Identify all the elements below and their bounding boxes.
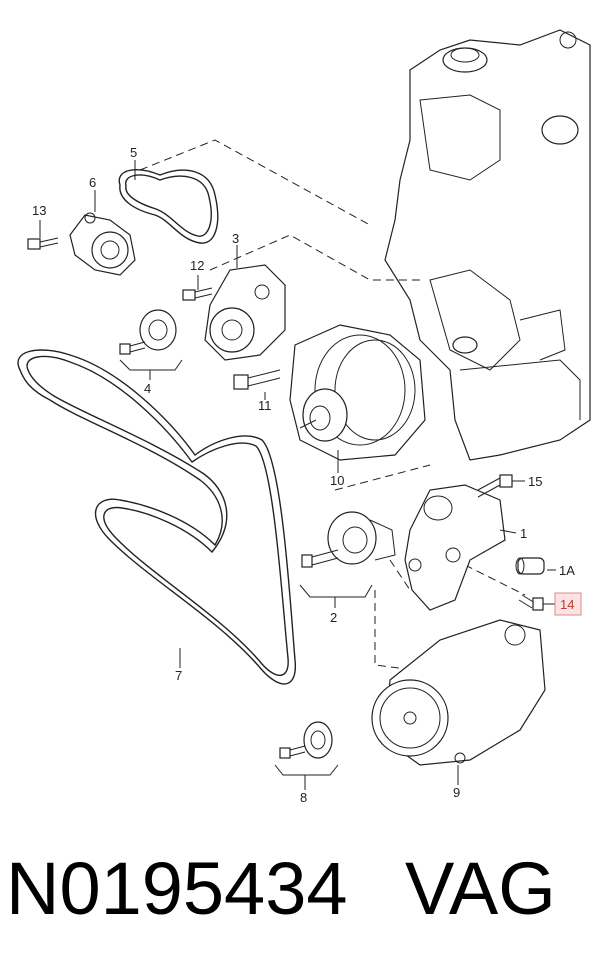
brand-name: VAG xyxy=(405,847,556,930)
small-ribbed-belt xyxy=(118,169,219,244)
callout-12: 12 xyxy=(190,258,204,273)
callout-7: 7 xyxy=(175,668,182,683)
idler-pulley-2 xyxy=(301,511,396,568)
bolt-15 xyxy=(477,474,513,498)
bolt-14 xyxy=(518,594,544,611)
callout-14: 14 xyxy=(560,597,574,612)
belt-drive-exploded-diagram: 5 6 13 3 12 4 11 10 15 1 1A 2 14 7 8 9 xyxy=(17,29,591,805)
callout-9: 9 xyxy=(453,785,460,800)
assembly-guide-lines xyxy=(139,139,526,671)
callout-11: 11 xyxy=(258,398,272,413)
callout-10: 10 xyxy=(330,473,344,488)
alternator xyxy=(289,324,426,461)
callout-1a: 1A xyxy=(559,563,575,578)
callout-6: 6 xyxy=(89,175,96,190)
callout-13: 13 xyxy=(32,203,46,218)
highlight-box-14 xyxy=(554,592,582,616)
callout-8: 8 xyxy=(300,790,307,805)
part-number: N0195434 xyxy=(6,847,348,930)
ac-compressor xyxy=(371,619,546,766)
bolt-13 xyxy=(27,237,59,250)
callout-2: 2 xyxy=(330,610,337,625)
callout-15: 15 xyxy=(528,474,542,489)
mounting-bracket xyxy=(404,484,506,611)
bolt-11 xyxy=(233,369,281,390)
callout-4: 4 xyxy=(144,381,151,396)
idler-pulley-4 xyxy=(119,309,177,355)
serpentine-belt xyxy=(17,349,296,685)
engine-block xyxy=(384,29,591,461)
bolt-12 xyxy=(182,287,213,301)
callout-3: 3 xyxy=(232,231,239,246)
leader-lines xyxy=(39,160,556,790)
tensioner-bracket xyxy=(204,264,286,361)
callout-1: 1 xyxy=(520,526,527,541)
callout-5: 5 xyxy=(130,145,137,160)
belt-tensioner xyxy=(69,212,136,276)
sleeve-1a xyxy=(515,557,545,575)
idler-pulley-8 xyxy=(279,721,333,759)
